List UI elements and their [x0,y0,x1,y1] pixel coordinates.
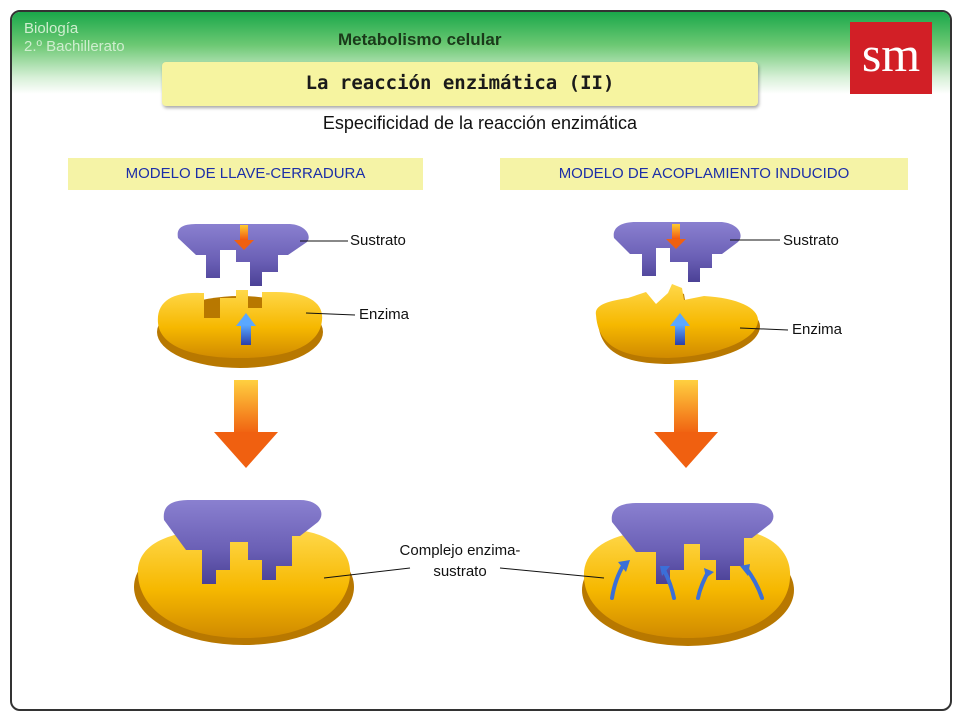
complex-label-line2: sustrato [433,563,487,580]
title-banner: La reacción enzimática (II) [162,62,758,106]
sm-logo: sm [850,22,932,94]
subject-label: Biología 2.º Bachillerato [24,20,125,56]
sm-logo-text: sm [861,26,921,82]
sustrato-label-left: Sustrato [350,232,406,249]
enzima-label-left: Enzima [359,306,410,323]
lock-key-substrate [177,224,309,286]
unit-title: Metabolismo celular [338,30,502,49]
complex-label: Complejo enzima- sustrato [380,540,540,582]
course-level: 2.º Bachillerato [24,38,125,55]
model-title-induced-fit: MODELO DE ACOPLAMIENTO INDUCIDO [500,158,908,190]
induced-fit-complex [582,503,794,646]
complex-leader-line-right [499,567,605,579]
page-title: La reacción enzimática (II) [305,72,615,94]
lock-key-enzyme [157,290,323,368]
induced-fit-enzyme-arrow-icon [670,313,690,345]
lock-key-enzyme-arrow-icon [236,313,256,345]
model-title-lock-and-key: MODELO DE LLAVE-CERRADURA [68,158,423,190]
enzima-label-right: Enzima [792,321,843,338]
induced-fit-substrate [613,222,741,282]
subject-name: Biología [24,20,79,37]
induced-fit-substrate-arrow-icon [666,224,686,249]
lock-key-complex [134,500,354,645]
lock-key-substrate-arrow-icon [234,225,254,250]
sustrato-label-right: Sustrato [783,232,839,249]
complex-label-line1: Complejo enzima- [399,542,521,559]
enzima-leader-line-left [305,312,356,316]
complex-leader-line-left [323,567,411,579]
lock-key-reaction-arrow-icon [214,380,278,468]
induced-fit-reaction-arrow-icon [654,380,718,468]
induced-fit-arrowheads-icon [618,560,750,578]
subtitle: Especificidad de la reacción enzimática [322,113,638,133]
enzima-leader-line-right [739,327,789,331]
